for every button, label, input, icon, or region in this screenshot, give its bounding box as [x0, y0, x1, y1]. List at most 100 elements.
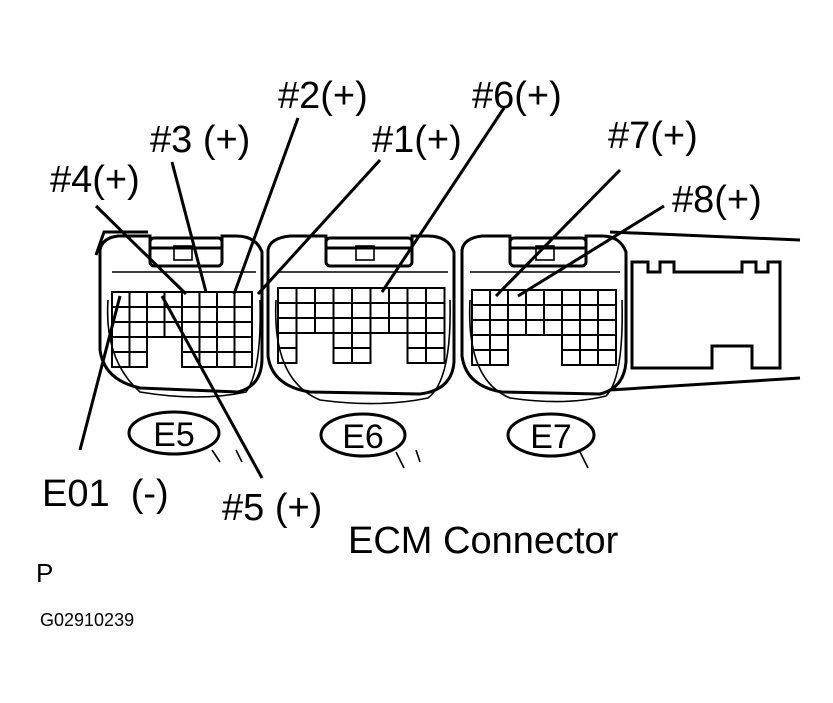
terminal-cell [406, 332, 427, 349]
terminal-cell [314, 287, 335, 304]
terminal-cell [295, 302, 316, 319]
terminal-cell [351, 287, 372, 304]
pin-label-p4: #4(+) [50, 159, 140, 201]
terminal-cell [216, 336, 236, 353]
terminal-cell [216, 321, 236, 338]
terminal-cell [277, 317, 298, 334]
terminal-cell [351, 302, 372, 319]
terminal-cell [351, 332, 372, 349]
terminal-cell [332, 317, 353, 334]
side-socket [630, 260, 782, 370]
terminal-cell [561, 334, 581, 351]
figure-code: G02910239 [40, 610, 134, 630]
terminal-cell [406, 347, 427, 364]
terminal-cell [128, 336, 148, 353]
terminal-cell [406, 287, 427, 304]
leader-line-p7 [494, 168, 622, 298]
terminal-cell [216, 291, 236, 308]
terminal-cell [471, 319, 491, 336]
terminal-cell [507, 304, 527, 321]
terminal-cell [128, 351, 148, 368]
connector-housing [94, 230, 801, 392]
terminal-cell [128, 291, 148, 308]
pin-label-p1: #1(+) [372, 119, 462, 161]
terminal-cell [198, 351, 218, 368]
terminal-cell [277, 332, 298, 349]
pin-label-p8: #8(+) [672, 179, 762, 221]
connector-id-label: E5 [153, 416, 195, 454]
terminal-cell [233, 351, 253, 368]
leader-line-p8 [517, 204, 665, 298]
terminal-cell [314, 302, 335, 319]
leader-line-e01 [78, 295, 122, 451]
terminal-cell [579, 289, 599, 306]
terminal-cell [351, 317, 372, 334]
terminal-cell [561, 304, 581, 321]
terminal-cell [146, 306, 166, 323]
terminal-cell [489, 304, 509, 321]
terminal-cell [579, 334, 599, 351]
terminal-cell [233, 336, 253, 353]
terminal-cell [198, 306, 218, 323]
terminal-cell [388, 317, 409, 334]
pin-label-p3: #3 (+) [150, 119, 250, 161]
terminal-cell [128, 321, 148, 338]
connector-id-label: E6 [342, 418, 384, 456]
terminal-cell [507, 319, 527, 336]
terminal-cell [543, 319, 563, 336]
terminal-cell [489, 349, 509, 366]
terminal-cell [146, 291, 166, 308]
terminal-cell [597, 289, 617, 306]
pin-labels: #4(+) #3 (+) #2(+) #1(+) #6(+) #7(+) #8(… [42, 75, 762, 529]
terminal-cell [295, 287, 316, 304]
terminal-cell [406, 302, 427, 319]
diagram-caption: ECM Connector [348, 520, 619, 562]
terminal-cell [111, 321, 131, 338]
terminal-cell [561, 349, 581, 366]
terminal-cell [579, 349, 599, 366]
terminal-cell [525, 289, 545, 306]
terminal-cell [146, 321, 166, 338]
terminal-cell [369, 317, 390, 334]
terminal-cell [198, 336, 218, 353]
terminal-cell [198, 291, 218, 308]
connector-id-label: E7 [530, 418, 572, 456]
terminal-cell [111, 291, 131, 308]
connector-e6 [266, 234, 456, 469]
terminal-cell [332, 287, 353, 304]
pin-label-p6: #6(+) [472, 75, 562, 117]
terminal-cell [425, 287, 446, 304]
terminal-cell [351, 347, 372, 364]
terminal-cell [332, 347, 353, 364]
terminal-cell [128, 306, 148, 323]
view-marker: P [36, 558, 53, 588]
connector-id-e5: E5 [127, 410, 221, 456]
terminal-cell [543, 289, 563, 306]
terminal-cell [597, 319, 617, 336]
terminal-cell [198, 321, 218, 338]
terminal-cell [332, 332, 353, 349]
pin-label-p2: #2(+) [278, 75, 368, 117]
terminal-cell [579, 304, 599, 321]
terminal-cell [277, 302, 298, 319]
terminal-cell [216, 351, 236, 368]
terminal-cell [233, 321, 253, 338]
pin-label-e01: E01 (-) [42, 473, 169, 515]
terminal-cell [314, 317, 335, 334]
leader-line-p5 [160, 295, 264, 479]
terminal-cell [111, 336, 131, 353]
terminal-cell [525, 304, 545, 321]
connector-e5 [98, 234, 264, 463]
pin-label-p7: #7(+) [608, 115, 698, 157]
terminal-cell [277, 287, 298, 304]
connector-id-e6: E6 [319, 412, 407, 458]
terminal-cell [579, 319, 599, 336]
terminal-cell [425, 302, 446, 319]
terminal-cell [489, 319, 509, 336]
connector-e7 [460, 234, 628, 469]
leader-line-p1 [256, 158, 382, 296]
terminal-cell [233, 306, 253, 323]
terminal-cell [597, 304, 617, 321]
terminal-cell [597, 349, 617, 366]
terminal-cell [233, 291, 253, 308]
